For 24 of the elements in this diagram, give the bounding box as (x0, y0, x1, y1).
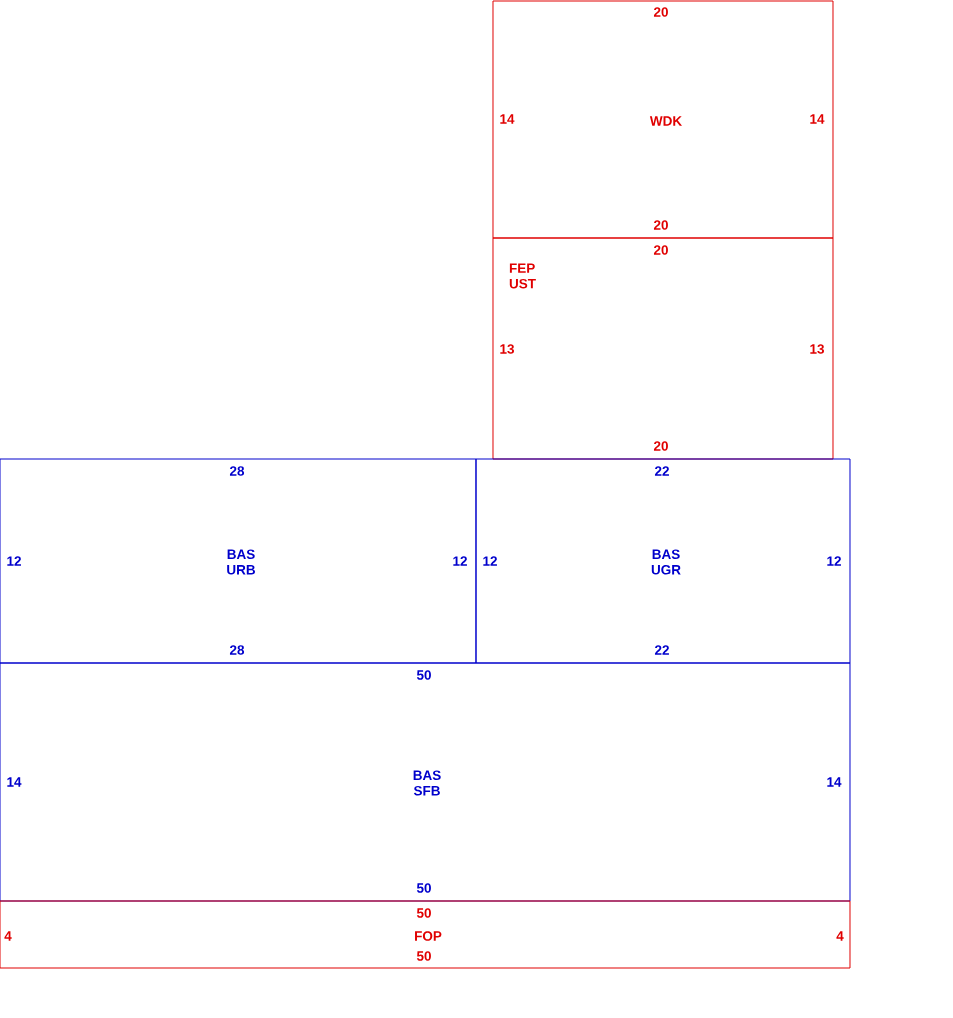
dimension-label: 13 (810, 344, 824, 354)
dimension-label: 22 (654, 466, 669, 476)
dimension-label: 28 (229, 466, 245, 476)
dimension-label: 20 (653, 7, 668, 17)
dimension-label: 20 (653, 220, 668, 230)
dimension-label: 20 (653, 441, 668, 451)
dimension-label: 50 (416, 670, 431, 680)
dimension-label: 20 (653, 245, 668, 255)
dimension-label: 50 (416, 908, 431, 918)
dimension-label: 22 (654, 645, 669, 655)
dimension-label: 14 (827, 777, 842, 787)
dimension-label: 4 (4, 931, 12, 941)
dimension-label: 4 (836, 931, 844, 941)
dimension-label: 12 (483, 556, 497, 566)
dimension-label: 14 (810, 114, 825, 124)
dimension-label: 28 (229, 645, 245, 655)
dimension-label: 13 (500, 344, 514, 354)
dimension-label: 14 (500, 114, 515, 124)
dimension-label: 12 (827, 556, 841, 566)
dimension-label: 14 (7, 777, 22, 787)
dimension-label: 50 (416, 883, 431, 893)
dimension-label: 12 (453, 556, 467, 566)
dimension-label: 50 (416, 951, 431, 961)
dimension-label: 12 (7, 556, 21, 566)
